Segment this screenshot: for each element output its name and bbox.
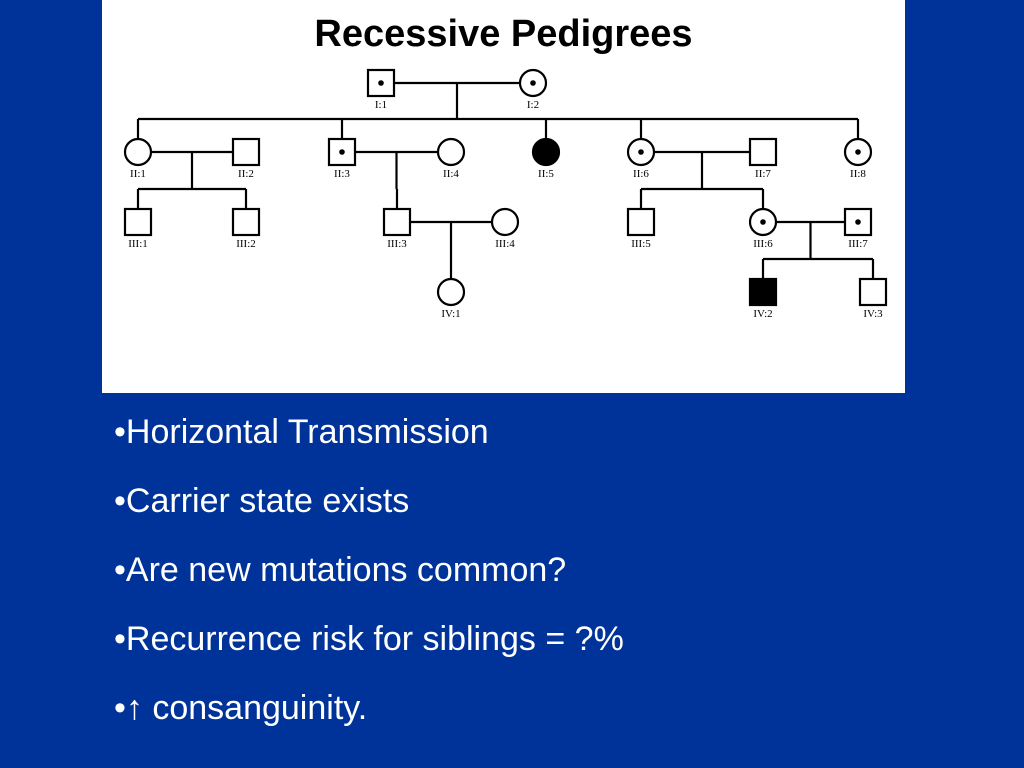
male-affected-symbol [748,277,778,307]
individual-label: II:6 [633,168,649,180]
male-unaffected-symbol [626,207,656,237]
individual-label: II:4 [443,168,459,180]
female-unaffected-symbol [123,137,153,167]
female-affected-symbol [531,137,561,167]
individual-label: I:2 [527,99,539,111]
carrier-dot [855,149,861,155]
individual-label: II:2 [238,168,254,180]
carrier-dot [638,149,644,155]
individual-label: II:8 [850,168,866,180]
individual-label: III:5 [631,238,651,250]
individual-label: III:4 [495,238,515,250]
individual-label: IV:3 [863,308,883,320]
carrier-dot [855,219,861,225]
individual-label: IV:1 [441,308,460,320]
individual-label: III:3 [387,238,407,250]
bullet-item: •Are new mutations common? [114,551,567,589]
male-unaffected-symbol [382,207,412,237]
bullet-item: •Carrier state exists [114,482,410,520]
female-unaffected-symbol [490,207,520,237]
bullet-list: •Horizontal Transmission •Carrier state … [114,410,624,755]
male-carrier-symbol [843,207,873,237]
carrier-dot [339,149,345,155]
individual-label: II:3 [334,168,350,180]
male-unaffected-symbol [123,207,153,237]
female-unaffected-symbol [436,137,466,167]
individual-label: II:5 [538,168,554,180]
carrier-dot [378,80,384,86]
individual-label: III:2 [236,238,256,250]
individual-label: III:6 [753,238,773,250]
male-unaffected-symbol [231,137,261,167]
carrier-dot [760,219,766,225]
individual-label: IV:2 [753,308,772,320]
individual-label: II:1 [130,168,146,180]
bullet-item: •Recurrence risk for siblings = ?% [114,620,624,658]
male-unaffected-symbol [858,277,888,307]
slide-title: Recessive Pedigrees [314,13,693,55]
pedigree-chart: I:1 I:2II:1 II:2 II:3 II:4 II:5 II:6 II:7 II:8II… [123,68,888,320]
individual-label: II:7 [755,168,771,180]
male-unaffected-symbol [748,137,778,167]
bullet-item: •Horizontal Transmission [114,413,489,451]
individual-label: I:1 [375,99,387,111]
individual-label: III:1 [128,238,148,250]
bullet-item: •↑ consanguinity. [114,689,368,727]
individual-label: III:7 [848,238,868,250]
female-unaffected-symbol [436,277,466,307]
carrier-dot [530,80,536,86]
male-unaffected-symbol [231,207,261,237]
